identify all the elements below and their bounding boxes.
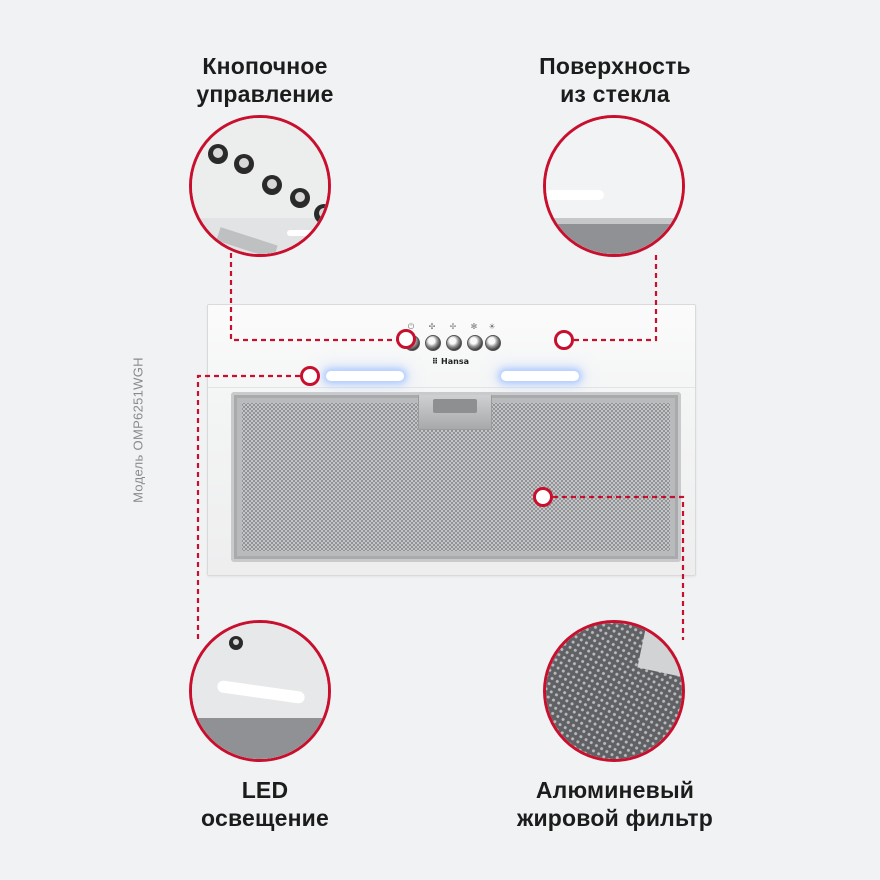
connector-buttons <box>229 253 400 342</box>
label-line-2: из стекла <box>560 81 670 107</box>
power-icon: ⏻ <box>407 322 415 331</box>
marker-led[interactable] <box>300 366 320 386</box>
connector-led <box>196 374 300 640</box>
fan-speed-icon: ✣ <box>428 322 436 331</box>
brand-name: Hansa <box>441 357 469 366</box>
handle-grip <box>433 399 477 413</box>
label-line-1: LED <box>241 777 289 803</box>
speed-2-knob[interactable] <box>446 335 462 351</box>
led-strip-right <box>501 371 579 381</box>
label-line-1: Кнопочное <box>202 53 328 79</box>
callout-filter <box>543 620 685 762</box>
fan-speed-icon: ✻ <box>470 322 478 331</box>
grease-filter <box>231 392 681 562</box>
label-line-2: освещение <box>201 805 329 831</box>
filter-handle <box>418 395 492 430</box>
fan-speed-icon: ✢ <box>449 322 457 331</box>
buttons-closeup <box>192 118 328 254</box>
led-closeup <box>192 623 328 759</box>
marker-glass[interactable] <box>554 330 574 350</box>
label-glass-surface: Поверхность из стекла <box>510 52 720 108</box>
panel-divider <box>208 387 695 388</box>
marker-filter[interactable] <box>533 487 553 507</box>
callout-glass <box>543 115 685 257</box>
marker-buttons[interactable] <box>396 329 416 349</box>
light-knob[interactable] <box>485 335 501 351</box>
brand-logo: ⠿ Hansa <box>432 357 469 366</box>
filter-closeup <box>546 623 682 759</box>
callout-led <box>189 620 331 762</box>
glass-closeup <box>546 118 682 254</box>
led-strip-left <box>326 371 404 381</box>
connector-glass <box>574 255 658 342</box>
label-grease-filter: Алюминевый жировой фильтр <box>500 776 730 832</box>
callout-buttons <box>189 115 331 257</box>
label-line-1: Поверхность <box>539 53 691 79</box>
connector-filter <box>553 495 685 640</box>
label-line-1: Алюминевый <box>535 777 695 803</box>
speed-1-knob[interactable] <box>425 335 441 351</box>
range-hood-image: ⏻ ✣ ✢ ✻ ☀ ⠿ Hansa <box>207 304 696 576</box>
label-line-2: жировой фильтр <box>516 805 714 831</box>
light-icon: ☀ <box>488 322 496 331</box>
label-line-2: управление <box>196 81 334 107</box>
label-led-lighting: LED освещение <box>165 776 365 832</box>
label-button-control: Кнопочное управление <box>165 52 365 108</box>
speed-3-knob[interactable] <box>467 335 483 351</box>
